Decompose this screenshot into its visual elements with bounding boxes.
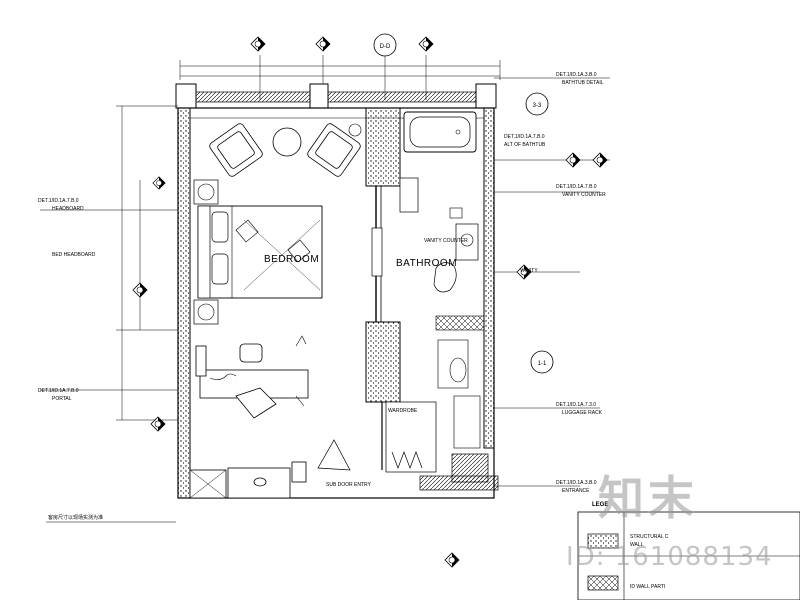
lower-cabinet	[189, 461, 307, 499]
callout-headboard: DET.1/ID.1A.7.B.0	[38, 198, 79, 204]
axis-marker-right-1	[565, 152, 581, 168]
grid-bubble-11: 1-1	[530, 350, 554, 374]
legend-row1-sub: WALL	[630, 542, 644, 548]
legend: LEGE STRUCTURAL C WALL ID WALL PARTI	[577, 502, 800, 600]
central-partition	[365, 107, 401, 470]
callout-luggage-sub: LUGGAGE RACK	[562, 410, 603, 416]
callout-bathtub: DET.1/ID.1A.7.B.0	[504, 134, 545, 140]
callout-luggage: DET.1/ID.1A.7.3.0	[556, 402, 596, 408]
grid-label-11: 1-1	[538, 361, 547, 367]
desk	[195, 335, 309, 419]
axis-marker-top-3	[418, 36, 434, 52]
callout-vanity: VANITY	[520, 268, 538, 274]
bathroom-fixtures	[399, 177, 485, 449]
callout-entrance: DET.1/ID.1A.3.B.0	[556, 480, 597, 486]
axis-marker-left-2	[150, 416, 166, 432]
axis-marker-left-3	[152, 176, 166, 190]
axis-marker-top-2	[315, 36, 331, 52]
legend-swatch-structural	[587, 533, 619, 549]
callout-entrance-sub: ENTRANCE	[562, 488, 590, 494]
entrance-door	[317, 401, 499, 491]
callout-bathroom-detail: DET.1/ID.1A.3.B.0	[556, 72, 597, 78]
top-dimension-lines	[179, 55, 501, 100]
bed	[193, 179, 323, 325]
legend-row1: STRUCTURAL C	[630, 534, 669, 540]
grid-label-dd: D-D	[380, 44, 391, 50]
legend-swatch-partition	[587, 575, 619, 591]
room-label-bathroom: BATHROOM	[396, 258, 457, 269]
callout-portal: DET.1/ID.1A.7.B.0	[38, 388, 79, 394]
callout-portal-sub: PORTAL	[52, 396, 72, 402]
grid-bubble-33: 3-3	[525, 92, 549, 116]
room-label-bedroom: BEDROOM	[264, 254, 319, 265]
legend-title: LEGE	[592, 502, 608, 508]
right-callout-lines	[494, 77, 610, 487]
callout-bathtub-sub: ALT OF BATHTUB	[504, 142, 546, 148]
axis-marker-left-1	[132, 282, 148, 298]
grid-bubble-dd: D-D	[373, 33, 397, 57]
lounge-seating	[209, 123, 362, 177]
axis-marker-top-1	[250, 36, 266, 52]
tag-wardrobe: WARDROBE	[388, 408, 418, 414]
tag-sub-door: SUB DOOR ENTRY	[326, 482, 372, 488]
exterior-walls	[175, 83, 497, 499]
callout-vanity-counter-sub: VANITY COUNTER	[562, 192, 606, 198]
axis-marker-right-2	[592, 152, 608, 168]
axis-marker-bottom	[444, 552, 460, 568]
grid-label-33: 3-3	[533, 103, 542, 109]
left-dimension-lines	[40, 105, 178, 421]
tag-vanity-counter: VANITY COUNTER	[424, 238, 468, 244]
bathtub	[403, 111, 477, 153]
callout-vanity-counter: DET.1/ID.1A.7.B.0	[556, 184, 597, 190]
legend-row2: ID WALL PARTI	[630, 584, 665, 590]
callout-headboard-sub: HEADBOARD	[52, 206, 84, 212]
note-left: 客房尺寸以现场实测为准	[48, 514, 103, 521]
callout-bathroom-detail-sub: BATHTUB DETAIL	[562, 80, 604, 86]
callout-bed-headboard: BED HEADBOARD	[52, 252, 96, 258]
